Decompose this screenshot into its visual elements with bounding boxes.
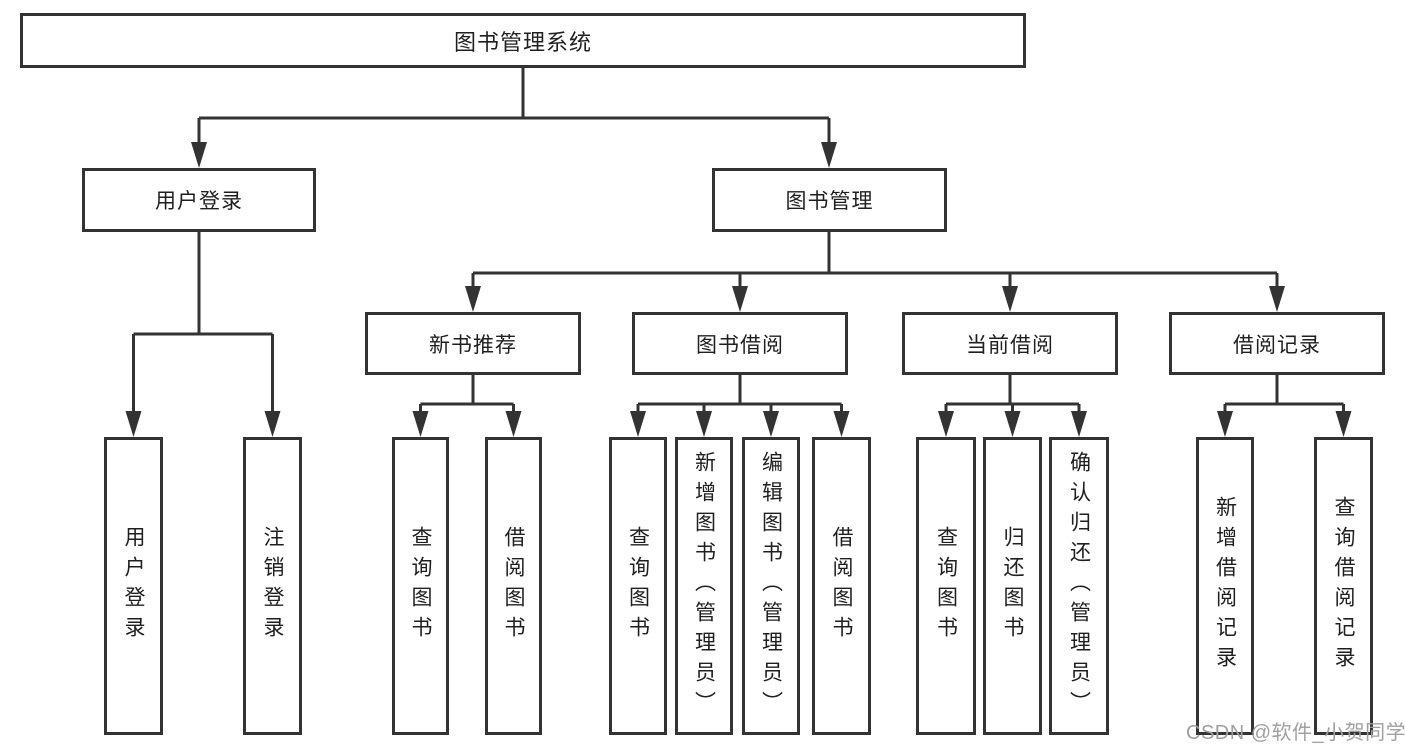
node-current-borrow: 当前借阅 xyxy=(902,312,1118,375)
csdn-watermark: CSDN @软件_小贺同学 xyxy=(1186,722,1405,744)
leaf-borrow-books: 借阅图书 xyxy=(812,437,871,735)
node-user-login-label: 用户登录 xyxy=(155,190,243,213)
leaf-current-query-books: 查询图书 xyxy=(916,437,976,735)
node-book-borrow-label: 图书借阅 xyxy=(696,333,784,357)
node-book-management-label: 图书管理 xyxy=(785,190,874,213)
leaf-add-borrow-record-label: 新增借阅记录 xyxy=(1213,496,1237,676)
leaf-add-books-admin-label: 新增图书（管理员） xyxy=(692,451,716,721)
leaf-edit-books-admin-label: 编辑图书（管理员） xyxy=(759,451,783,721)
leaf-recommend-borrow-books: 借阅图书 xyxy=(485,437,542,735)
leaf-add-borrow-record: 新增借阅记录 xyxy=(1196,437,1254,735)
node-borrow-records-label: 借阅记录 xyxy=(1233,333,1321,357)
node-current-borrow-label: 当前借阅 xyxy=(966,333,1054,357)
node-user-login: 用户登录 xyxy=(82,168,316,232)
node-book-borrow: 图书借阅 xyxy=(632,312,848,375)
node-new-book-recommend-label: 新书推荐 xyxy=(429,333,517,357)
node-borrow-records: 借阅记录 xyxy=(1169,312,1385,375)
node-new-book-recommend: 新书推荐 xyxy=(365,312,581,375)
leaf-recommend-borrow-books-label: 借阅图书 xyxy=(502,526,525,646)
leaf-borrow-books-label: 借阅图书 xyxy=(830,526,853,646)
leaf-return-books: 归还图书 xyxy=(983,437,1042,735)
leaf-confirm-return-admin-label: 确认归还（管理员） xyxy=(1067,451,1091,721)
node-book-management: 图书管理 xyxy=(712,168,947,232)
leaf-borrow-query-books: 查询图书 xyxy=(609,437,667,735)
leaf-borrow-query-books-label: 查询图书 xyxy=(626,526,650,646)
leaf-query-borrow-record-label: 查询借阅记录 xyxy=(1332,496,1355,676)
leaf-current-query-books-label: 查询图书 xyxy=(934,526,958,646)
leaf-logout-label: 注销登录 xyxy=(261,526,284,646)
leaf-user-login-label: 用户登录 xyxy=(122,526,145,646)
leaf-query-borrow-record: 查询借阅记录 xyxy=(1314,437,1373,735)
leaf-recommend-query-books-label: 查询图书 xyxy=(409,526,432,646)
leaf-add-books-admin: 新增图书（管理员） xyxy=(675,437,733,735)
node-root: 图书管理系统 xyxy=(20,13,1026,68)
leaf-return-books-label: 归还图书 xyxy=(1001,526,1024,646)
leaf-user-login: 用户登录 xyxy=(104,437,163,735)
leaf-confirm-return-admin: 确认归还（管理员） xyxy=(1049,437,1109,735)
node-root-label: 图书管理系统 xyxy=(453,29,592,55)
leaf-edit-books-admin: 编辑图书（管理员） xyxy=(742,437,800,735)
leaf-recommend-query-books: 查询图书 xyxy=(392,437,449,735)
leaf-logout: 注销登录 xyxy=(243,437,302,735)
